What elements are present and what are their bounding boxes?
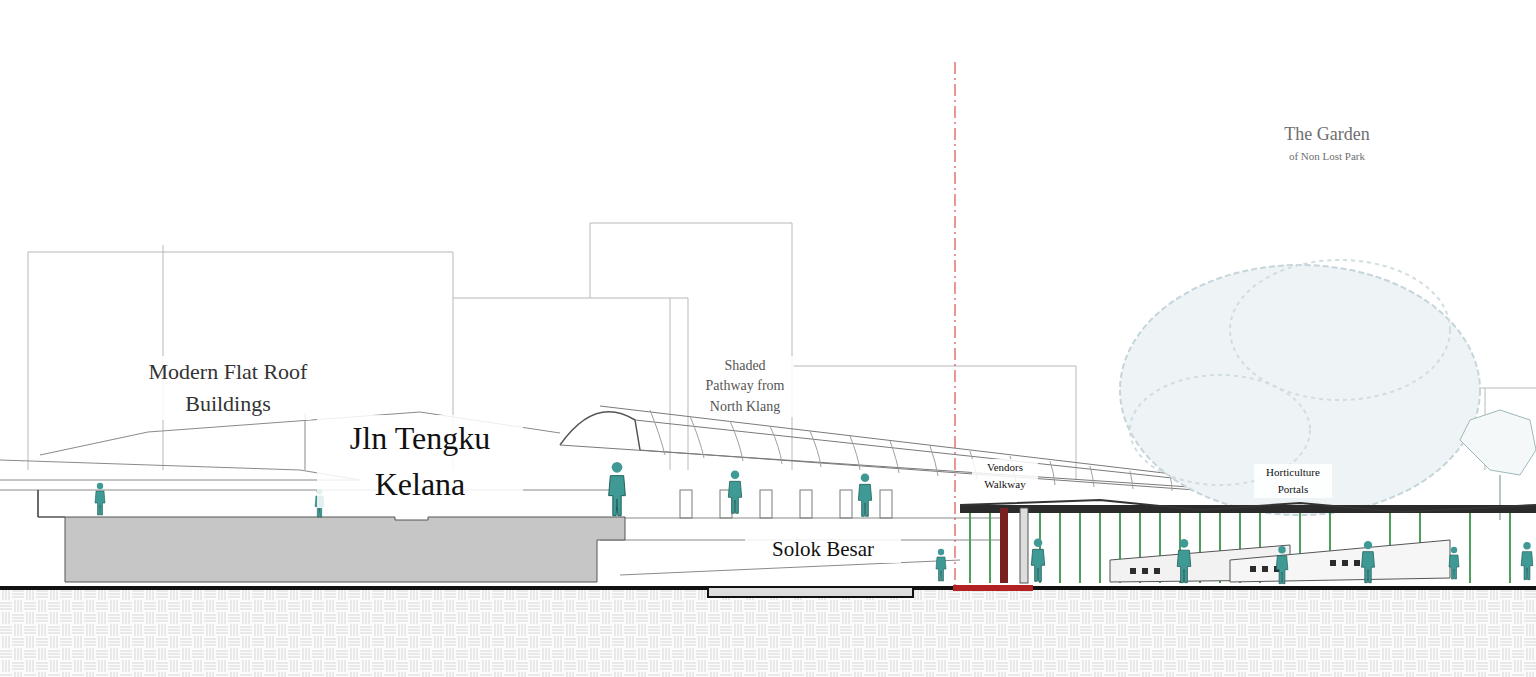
title-label: The Garden [1254,124,1400,146]
building-label: Modern Flat Roof Buildings [145,356,311,420]
pathway-label: Shaded Pathway from North Klang [696,356,794,417]
subtitle-label: of Non Lost Park [1254,150,1400,163]
walkway-label: Vendors Walkway [972,459,1038,493]
street-label: Solok Besar [745,536,901,563]
portal-label: Horticulture Portals [1254,464,1332,498]
street-label: Jln Tengku Kelana [317,415,523,508]
